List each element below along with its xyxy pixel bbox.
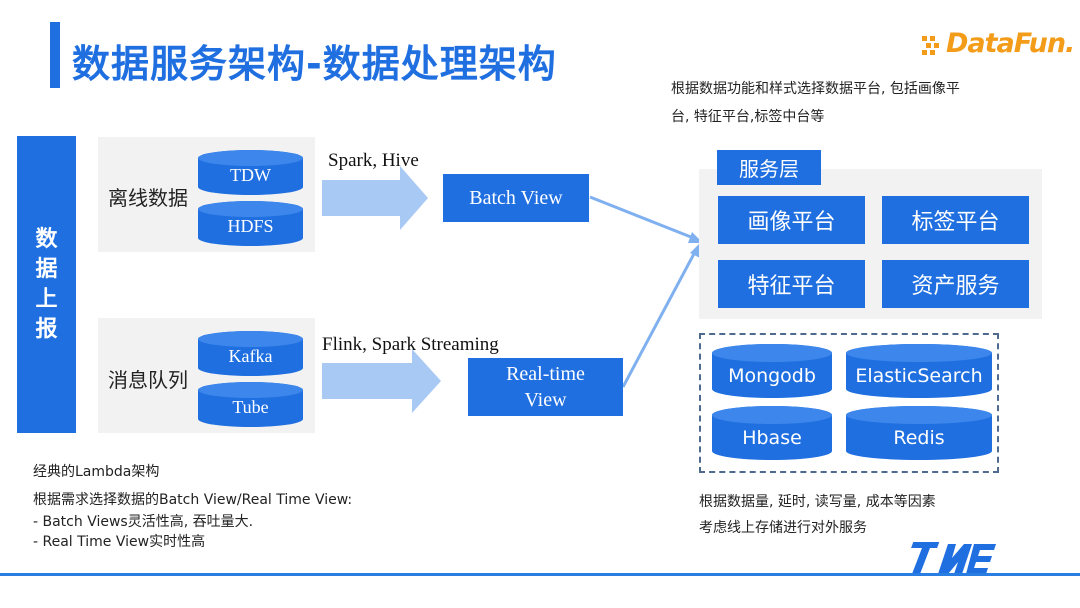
batch-connector-line [589, 195, 697, 241]
database-cylinder-icon [198, 201, 303, 246]
offline-data-label: 离线数据 [108, 186, 188, 210]
service-intro-line1: 根据数据功能和样式选择数据平台, 包括画像平 [671, 81, 960, 97]
redis-label: Redis [893, 427, 945, 449]
realtime-view-label-line1: Real-time [506, 363, 585, 385]
storage-note-line1: 根据数据量, 延时, 读写量, 成本等因素 [699, 494, 936, 510]
datafun-logo-text: DataFun. [946, 28, 1075, 59]
batch-view-box: Batch View [443, 174, 589, 222]
database-cylinder-icon [198, 382, 303, 427]
lambda-note-line2: 根据需求选择数据的Batch View/Real Time View: [33, 492, 353, 508]
tdw-store: TDW [198, 150, 303, 195]
redis-store: Redis [846, 406, 992, 460]
realtime-view-box: Real-time View [468, 358, 623, 416]
hbase-label: Hbase [742, 427, 802, 449]
service-layer-header: 服务层 [717, 150, 821, 185]
feature-platform-box: 特征平台 [718, 260, 865, 308]
title-accent-bar [50, 22, 60, 88]
footer-divider [0, 573, 1080, 576]
tube-store: Tube [198, 382, 303, 427]
realtime-process-arrow-icon [322, 349, 441, 413]
database-cylinder-icon [846, 344, 992, 398]
profile-platform-box: 画像平台 [718, 196, 865, 244]
page-title: 数据服务架构-数据处理架构 [72, 42, 557, 86]
asset-service-box: 资产服务 [882, 260, 1029, 308]
storage-panel [699, 333, 999, 473]
elasticsearch-label: ElasticSearch [855, 365, 983, 387]
mongodb-store: Mongodb [712, 344, 832, 398]
tag-platform-box: 标签平台 [882, 196, 1029, 244]
datafun-logo: DataFun. [920, 28, 1075, 64]
feature-platform-label: 特征平台 [747, 274, 836, 299]
hdfs-store: HDFS [198, 201, 303, 246]
lambda-note-line1: 经典的Lambda架构 [33, 464, 160, 480]
mongodb-label: Mongodb [728, 365, 816, 387]
message-queue-label: 消息队列 [108, 368, 188, 392]
database-cylinder-icon [712, 344, 832, 398]
realtime-edge-label: Flink, Spark Streaming [322, 334, 499, 355]
tme-logo-icon [911, 542, 996, 574]
batch-process-arrow-icon [322, 166, 428, 230]
asset-service-label: 资产服务 [911, 274, 1000, 299]
service-intro-line2: 台, 特征平台,标签中台等 [671, 109, 825, 125]
lambda-note-line4: - Real Time View实时性高 [33, 534, 206, 550]
hbase-store: Hbase [712, 406, 832, 460]
hdfs-label: HDFS [227, 216, 274, 236]
tdw-label: TDW [230, 165, 271, 185]
lambda-note-line3: - Batch Views灵活性高, 吞吐量大. [33, 514, 254, 530]
dots-mark-icon [922, 36, 939, 55]
batch-edge-label: Spark, Hive [328, 150, 419, 171]
realtime-view-label-line2: View [524, 389, 567, 411]
service-layer-title: 服务层 [739, 157, 799, 181]
data-report-label: 数据上报 [35, 226, 58, 342]
realtime-connector-line [621, 249, 698, 388]
database-cylinder-icon [846, 406, 992, 460]
profile-platform-label: 画像平台 [747, 210, 836, 235]
database-cylinder-icon [198, 331, 303, 376]
database-cylinder-icon [712, 406, 832, 460]
kafka-store: Kafka [198, 331, 303, 376]
tube-label: Tube [232, 397, 269, 417]
database-cylinder-icon [198, 150, 303, 195]
storage-note-line2: 考虑线上存储进行对外服务 [699, 520, 867, 536]
batch-view-label: Batch View [469, 186, 563, 209]
data-report-column: 数据上报 [17, 136, 76, 433]
kafka-label: Kafka [228, 346, 273, 366]
elasticsearch-store: ElasticSearch [846, 344, 992, 398]
tag-platform-label: 标签平台 [911, 210, 1000, 235]
